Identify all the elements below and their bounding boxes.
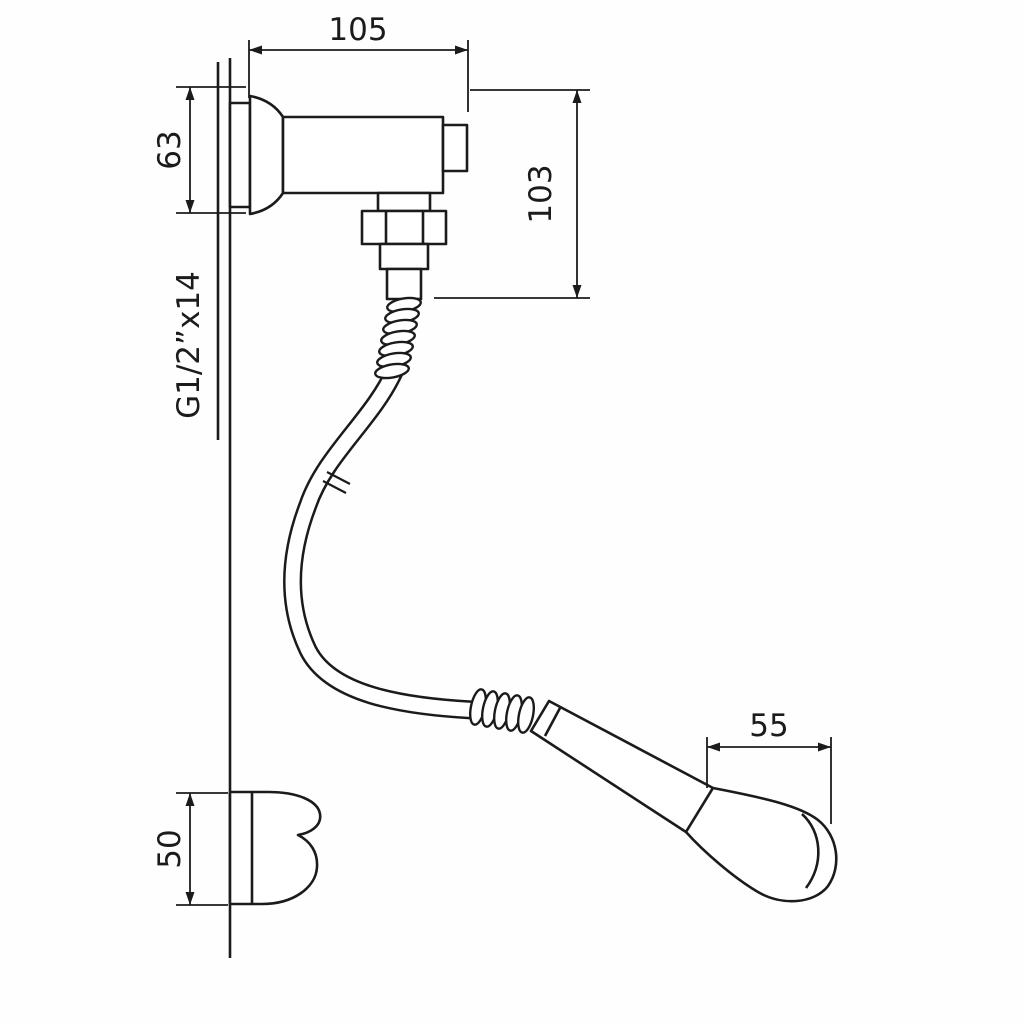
- hose-inner-fill: [285, 368, 473, 717]
- escutcheon-wall-plate: [228, 101, 252, 209]
- push-button-knob: [441, 123, 469, 173]
- valve-assembly: [228, 94, 469, 301]
- dimension-label-105: 105: [328, 12, 387, 48]
- spray-head: [684, 786, 838, 903]
- coil-lower: [468, 688, 536, 734]
- dimension-bracket-height: [176, 792, 228, 906]
- bracket-body: [228, 790, 322, 906]
- wall-line: [216, 58, 232, 958]
- dimension-label-103: 103: [523, 164, 559, 223]
- spray-head-rim: [801, 813, 820, 889]
- outlet-collar-upper: [378, 242, 430, 271]
- outlet-nut: [360, 209, 448, 246]
- wall-bracket: [228, 790, 322, 906]
- dimension-head-width: [706, 737, 832, 824]
- escutcheon: [248, 94, 285, 216]
- outlet-neck: [376, 191, 432, 213]
- spray-handle-ferrule: [543, 707, 562, 737]
- spray-handle: [529, 699, 715, 834]
- dimension-flange-height: [176, 86, 246, 214]
- hand-spray: [529, 699, 838, 903]
- dimension-label-63: 63: [152, 130, 188, 169]
- dimension-top-width: [248, 40, 469, 112]
- coil-upper: [374, 296, 422, 380]
- thread-spec-label: G1/2”x14: [171, 271, 207, 419]
- hose-connector: [322, 471, 351, 494]
- outlet-collar-lower: [385, 267, 423, 301]
- dimension-valve-height: [434, 89, 590, 299]
- dimension-label-50: 50: [152, 829, 188, 868]
- valve-body: [281, 115, 445, 195]
- hose: [283, 296, 536, 734]
- dimension-label-55: 55: [749, 708, 788, 744]
